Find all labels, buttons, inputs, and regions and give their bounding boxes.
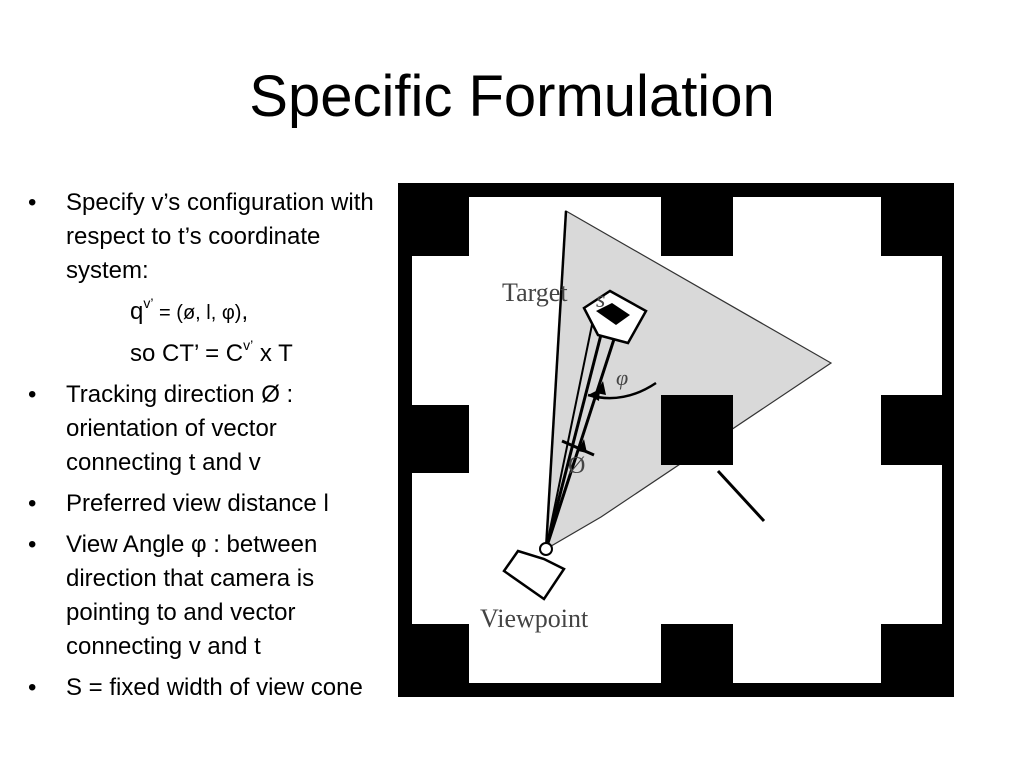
viewpoint-camera: [502, 549, 566, 601]
equation-q: qv’ = (ø, l, φ),: [28, 295, 380, 330]
equation-ct-sup: v’: [243, 337, 254, 353]
slide-title: Specific Formulation: [249, 64, 775, 129]
bullet-text: Preferred view distance l: [66, 490, 329, 517]
obstacle-block: [661, 395, 733, 465]
bullet-item: • Tracking direction Ø : orientation of …: [28, 378, 380, 480]
bullet-item: • Preferred view distance l: [28, 487, 380, 521]
obstacle-edge-line: [716, 469, 766, 523]
tracking-tick: [561, 439, 595, 457]
sight-line: [544, 332, 618, 550]
obstacle-block: [881, 395, 954, 465]
obstacle-block: [398, 405, 469, 473]
sight-line: [544, 322, 606, 550]
bullet-item: • Specify v’s configuration with respect…: [28, 186, 380, 288]
obstacle-block: [881, 183, 954, 256]
bullet-marker: •: [28, 531, 37, 558]
equation-q-rhs: = (ø, l, φ): [153, 302, 242, 324]
tracking-label: Ø: [568, 453, 585, 479]
equation-q-lhs: q: [130, 298, 144, 325]
target-label: Target: [502, 278, 568, 307]
equation-ct: so CT’ = Cv’ x T: [28, 337, 380, 371]
obstacle-block: [661, 183, 733, 256]
obstacle-block: [398, 624, 469, 697]
target-inner: [596, 303, 630, 325]
bullet-text: Specify v’s configuration with respect t…: [66, 189, 374, 284]
bullet-marker: •: [28, 490, 37, 517]
bullet-marker: •: [28, 674, 37, 701]
phi-label: φ: [616, 365, 628, 390]
equation-ct-lhs: so CT’ = C: [130, 340, 244, 367]
obstacle-block: [398, 183, 469, 256]
bullet-marker: •: [28, 381, 37, 408]
bullet-text: Tracking direction Ø : orientation of ve…: [66, 381, 294, 476]
equation-q-sup: v’: [143, 295, 154, 311]
viewpoint-pivot: [539, 542, 553, 556]
bullet-text: View Angle φ : between direction that ca…: [66, 531, 318, 660]
tracking-direction-line: [544, 210, 568, 550]
arrowhead: [588, 389, 600, 401]
s-label: s: [596, 287, 605, 313]
bullet-list: • Specify v’s configuration with respect…: [28, 186, 380, 712]
camera-viewpoint-diagram: Target s φ Ø Viewpoint: [398, 183, 954, 697]
obstacle-block: [661, 624, 733, 697]
equation-q-comma: ,: [241, 298, 249, 325]
equation-ct-rhs: x T: [253, 340, 293, 367]
bullet-text: S = fixed width of view cone: [66, 674, 363, 701]
bullet-item: • View Angle φ : between direction that …: [28, 528, 380, 664]
bullet-item: • S = fixed width of view cone: [28, 671, 380, 705]
bullet-marker: •: [28, 189, 37, 216]
viewpoint-label: Viewpoint: [480, 604, 589, 633]
sight-line: [545, 314, 595, 550]
obstacle-block: [881, 624, 954, 697]
